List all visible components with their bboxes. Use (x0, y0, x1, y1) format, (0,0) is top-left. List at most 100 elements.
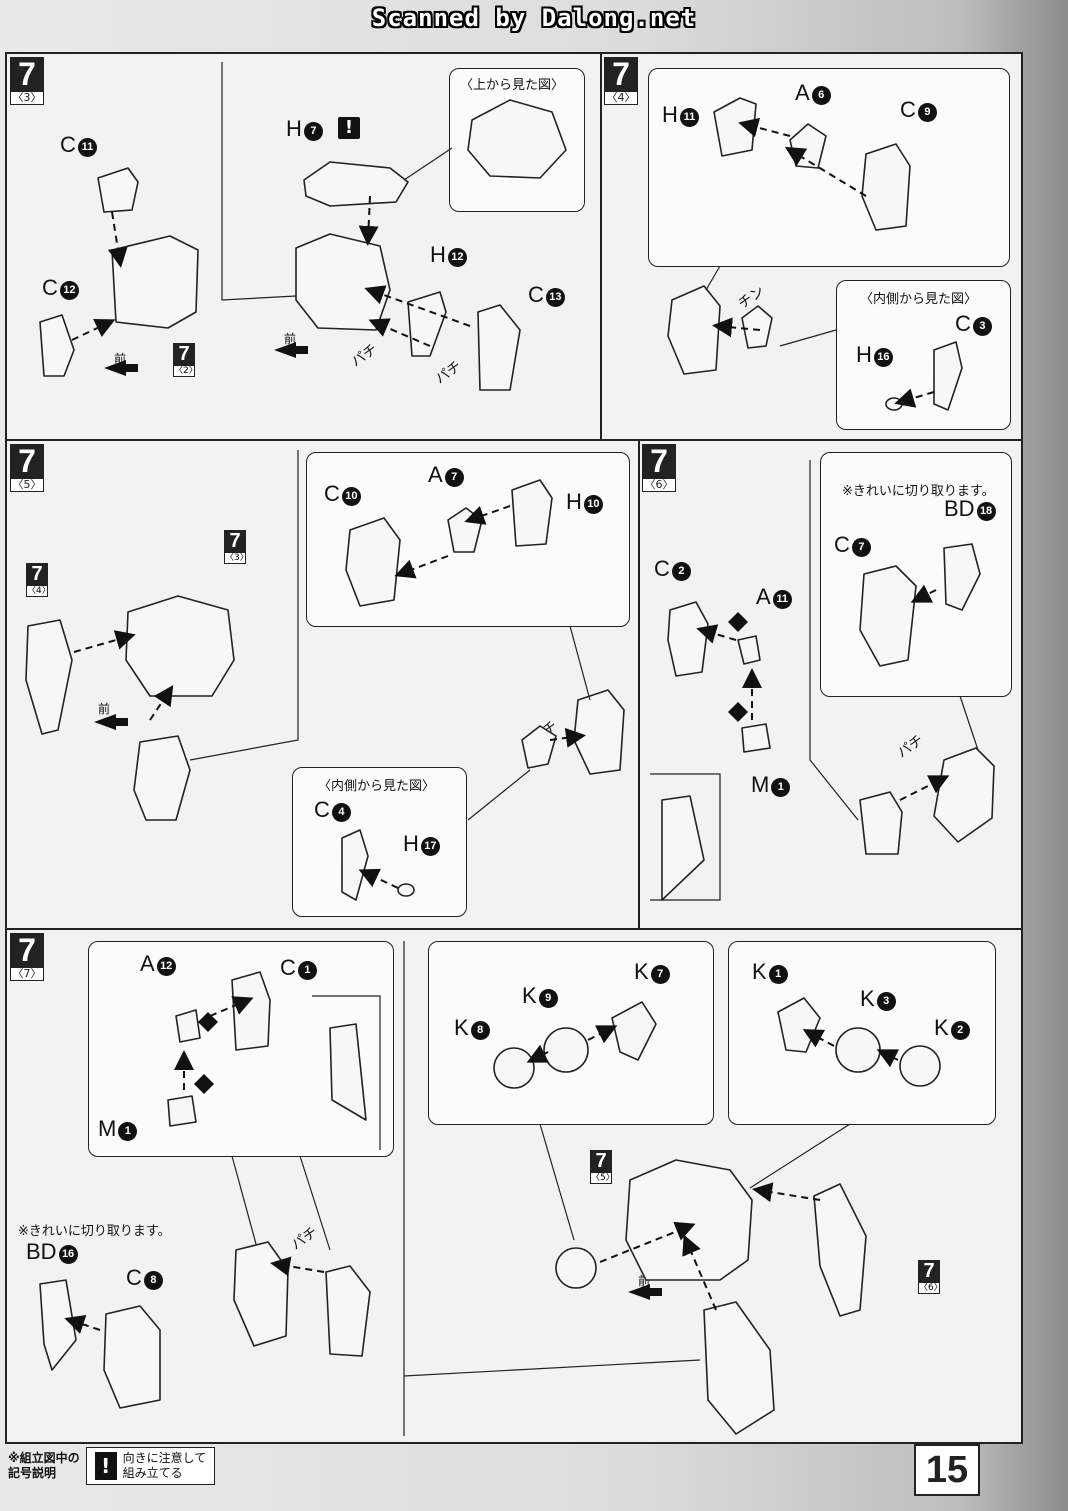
top-view-title: 〈上から見た図〉 (460, 78, 565, 93)
part-c8 (103, 1305, 161, 1409)
ref-badge-7-3: 7〈3〉 (224, 530, 249, 564)
shoulder-ball (555, 1247, 597, 1289)
step-badge-7-7: 7〈7〉 (10, 933, 44, 981)
part-c9 (861, 143, 911, 231)
part-h10 (511, 479, 553, 547)
part-pin (661, 795, 705, 901)
step-badge-7-3: 7 〈3〉 (10, 57, 44, 105)
inner-view-title: 〈内側から見た図〉 (860, 292, 978, 307)
part-k1 (777, 997, 821, 1053)
part-k7 (611, 1001, 657, 1061)
inner-view-callout (836, 280, 1011, 430)
assembled-c9 (667, 285, 721, 375)
clean-cut-note: ※きれいに切り取ります。 (18, 1224, 171, 1239)
part-h11 (713, 97, 757, 157)
step-sub: 〈3〉 (10, 91, 44, 105)
legend-text: 向きに注意して組み立てる (122, 1451, 207, 1480)
caution-icon: ! (338, 117, 360, 139)
torso-block (111, 235, 199, 329)
assembled-leg (233, 1241, 289, 1347)
assembled-c7 (859, 791, 903, 855)
part-k2 (899, 1045, 941, 1087)
part-bd16 (39, 1279, 77, 1371)
ref-badge-7-6: 7〈6〉 (918, 1260, 943, 1294)
top-view-part (467, 99, 567, 179)
ref-badge-7-5: 7〈5〉 (590, 1150, 615, 1184)
clean-cut-note: ※きれいに切り取ります。 (842, 484, 995, 499)
assembled-bd18 (933, 747, 995, 843)
caution-icon: ! (94, 1452, 117, 1480)
part-m1 (741, 723, 771, 753)
part-pin (329, 1023, 367, 1121)
part-c1 (231, 971, 271, 1051)
page-number: 15 (914, 1444, 980, 1496)
part-leg (133, 735, 191, 821)
part-c10 (345, 517, 401, 607)
part-h17 (397, 883, 415, 897)
part-c13 (477, 304, 521, 391)
part-c11 (97, 167, 139, 213)
ref-badge-7-2: 7〈2〉 (173, 343, 198, 377)
part-a6-small (741, 305, 773, 349)
part-a6 (789, 123, 827, 169)
front-label: 前 (284, 332, 297, 346)
part-leg (703, 1301, 775, 1435)
inner-view-title: 〈内側から見た図〉 (318, 779, 436, 794)
step-badge-7-5: 7〈5〉 (10, 444, 44, 492)
legend-label: ※組立図中の記号説明 (8, 1451, 80, 1480)
front-label: 前 (98, 702, 111, 716)
assembled-c10 (573, 689, 625, 775)
part-h16 (885, 397, 903, 411)
part-k9 (543, 1027, 589, 1073)
part-a7-small (521, 725, 557, 769)
ref-badge-7-4: 7〈4〉 (26, 563, 51, 597)
step-badge-7-6: 7〈6〉 (642, 444, 676, 492)
part-side (325, 1265, 371, 1357)
part-c2 (667, 601, 709, 677)
part-bd18 (943, 543, 981, 611)
part-a12 (175, 1009, 201, 1043)
part-arm (813, 1183, 867, 1317)
part-k8 (493, 1047, 535, 1089)
part-m1 (167, 1095, 197, 1127)
part-a7 (447, 507, 483, 553)
torso-assembly (125, 595, 235, 697)
part-c7 (859, 565, 917, 667)
part-a11 (737, 635, 761, 665)
step-number: 7 (10, 57, 44, 91)
scan-header: Scanned by Dalong.net (371, 4, 697, 32)
part-c4 (341, 829, 369, 901)
part-c12 (39, 314, 75, 377)
part-k3 (835, 1027, 881, 1073)
step-badge-7-4: 7〈4〉 (604, 57, 638, 105)
